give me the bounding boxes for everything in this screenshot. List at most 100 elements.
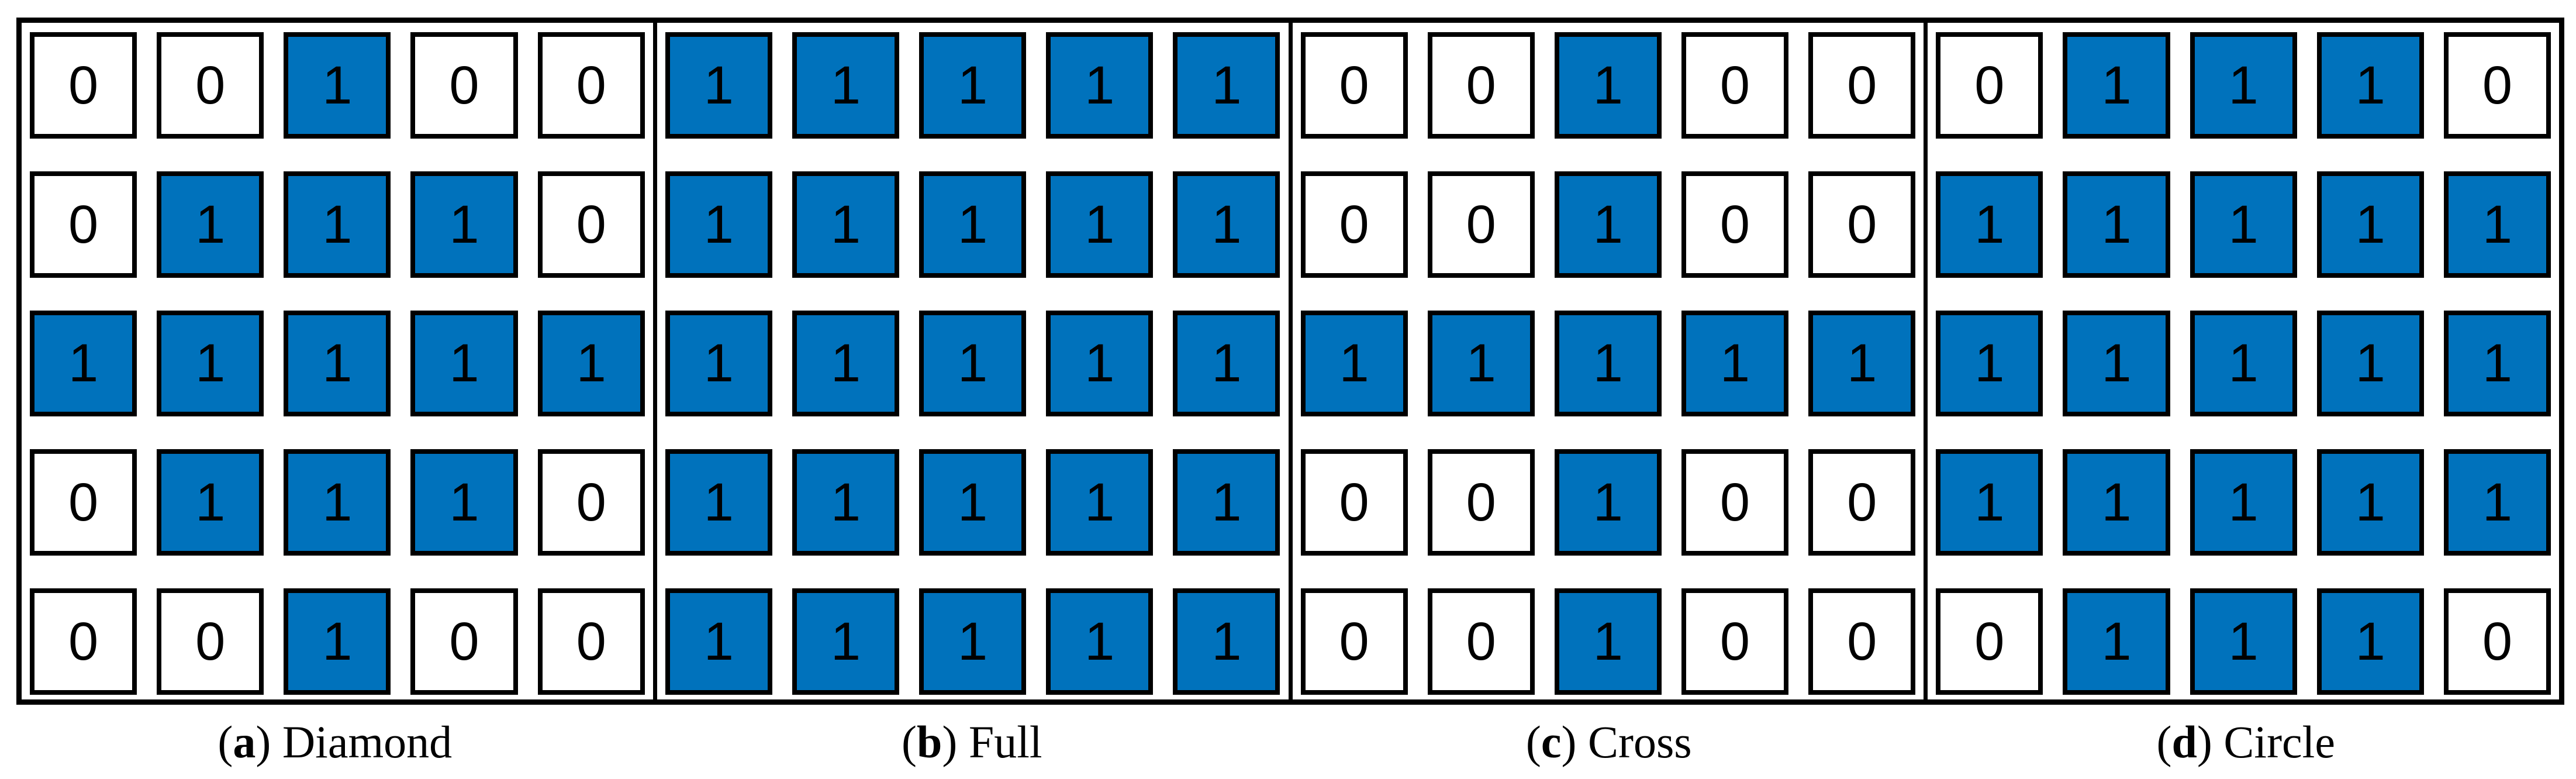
grid-cell-circle-r5c3: 1: [2190, 588, 2297, 695]
grid-cell-cross-r3c5: 1: [1808, 310, 1916, 417]
grid-cell-circle-r5c1: 0: [1936, 588, 2043, 695]
grid-cell-cross-r4c2: 0: [1427, 449, 1535, 556]
grid-cell-cross-r1c1: 0: [1300, 32, 1408, 139]
paren-open: (: [1525, 716, 1541, 767]
grid-cell-circle-r2c2: 1: [2063, 171, 2170, 278]
grid-cell-diamond-r2c3: 1: [284, 171, 391, 278]
grid-cell-diamond-r5c3: 1: [284, 588, 391, 695]
grid-cell-diamond-r1c5: 0: [537, 32, 645, 139]
grid-cell-diamond-r5c5: 0: [537, 588, 645, 695]
grid-cell-diamond-r1c3: 1: [284, 32, 391, 139]
grid-cell-full-r2c5: 1: [1173, 171, 1280, 278]
grid-cell-diamond-r1c1: 0: [30, 32, 137, 139]
grid-cell-circle-r2c5: 1: [2443, 171, 2551, 278]
panel-divider: [1288, 23, 1293, 699]
grid-cell-diamond-r5c4: 0: [410, 588, 518, 695]
panel-label-cross: (c) Cross: [1290, 705, 1928, 779]
grid-cell-diamond-r2c5: 0: [537, 171, 645, 278]
grid-cell-full-r1c1: 1: [665, 32, 772, 139]
grid-cell-cross-r4c5: 0: [1808, 449, 1916, 556]
paren-close: ): [2197, 716, 2224, 767]
grid-cell-diamond-r1c2: 0: [157, 32, 264, 139]
grid-cell-cross-r1c4: 0: [1681, 32, 1789, 139]
grid-cell-cross-r2c1: 0: [1300, 171, 1408, 278]
panel-letter: c: [1541, 716, 1562, 767]
grid-cell-circle-r4c4: 1: [2316, 449, 2424, 556]
grid-cell-full-r1c4: 1: [1046, 32, 1154, 139]
grid-cell-cross-r2c5: 0: [1808, 171, 1916, 278]
panel-divider: [1924, 23, 1928, 699]
labels-row: (a) Diamond (b) Full (c) Cross (d) Circl…: [16, 705, 2564, 779]
panel-letter: b: [916, 716, 942, 767]
grid-cell-full-r2c1: 1: [665, 171, 772, 278]
grid-cell-diamond-r4c1: 0: [30, 449, 137, 556]
grid-cell-cross-r5c1: 0: [1300, 588, 1408, 695]
grid-cell-diamond-r4c5: 0: [537, 449, 645, 556]
grid-cell-full-r5c3: 1: [919, 588, 1027, 695]
grid-cell-full-r5c1: 1: [665, 588, 772, 695]
panel-label-full: (b) Full: [654, 705, 1291, 779]
grid-cell-diamond-r2c4: 1: [410, 171, 518, 278]
grid-cell-full-r4c4: 1: [1046, 449, 1154, 556]
grid-cell-circle-r5c4: 1: [2316, 588, 2424, 695]
grid-cell-diamond-r3c5: 1: [537, 310, 645, 417]
panel-name: Diamond: [282, 716, 453, 767]
grid-cell-cross-r5c4: 0: [1681, 588, 1789, 695]
grid-cell-diamond-r3c3: 1: [284, 310, 391, 417]
grid-cell-full-r3c4: 1: [1046, 310, 1154, 417]
grid-cell-circle-r3c5: 1: [2443, 310, 2551, 417]
grid-cell-circle-r1c2: 1: [2063, 32, 2170, 139]
grid-cell-cross-r3c1: 1: [1300, 310, 1408, 417]
grid-cell-full-r4c3: 1: [919, 449, 1027, 556]
grid-cell-circle-r5c2: 1: [2063, 588, 2170, 695]
panel-name: Cross: [1587, 716, 1692, 767]
grid-cell-full-r5c5: 1: [1173, 588, 1280, 695]
panel-letter: a: [233, 716, 256, 767]
grid-cell-cross-r1c3: 1: [1554, 32, 1662, 139]
grid-cell-circle-r1c3: 1: [2190, 32, 2297, 139]
grid-cell-circle-r4c2: 1: [2063, 449, 2170, 556]
grid-cell-diamond-r3c4: 1: [410, 310, 518, 417]
grid-cell-full-r2c3: 1: [919, 171, 1027, 278]
panel-name: Circle: [2223, 716, 2335, 767]
panel-divider: [652, 23, 657, 699]
paren-close: ): [1561, 716, 1588, 767]
grid-cell-cross-r5c5: 0: [1808, 588, 1916, 695]
panel-label-diamond: (a) Diamond: [16, 705, 654, 779]
grid-cell-full-r4c5: 1: [1173, 449, 1280, 556]
paren-open: (: [901, 716, 917, 767]
grid-cell-circle-r3c2: 1: [2063, 310, 2170, 417]
grid-cell-circle-r3c1: 1: [1936, 310, 2043, 417]
grid-cell-diamond-r3c2: 1: [157, 310, 264, 417]
grid-cell-diamond-r4c2: 1: [157, 449, 264, 556]
grid-cell-full-r4c2: 1: [792, 449, 900, 556]
grid-cell-diamond-r2c2: 1: [157, 171, 264, 278]
grid-cell-diamond-r5c1: 0: [30, 588, 137, 695]
grid-cell-cross-r3c3: 1: [1554, 310, 1662, 417]
panel-name: Full: [968, 716, 1042, 767]
paren-open: (: [2156, 716, 2172, 767]
grid-cell-cross-r3c2: 1: [1427, 310, 1535, 417]
grid-cell-diamond-r4c3: 1: [284, 449, 391, 556]
panel-label-circle: (d) Circle: [1928, 705, 2565, 779]
grid-cell-full-r3c2: 1: [792, 310, 900, 417]
grid-cell-full-r4c1: 1: [665, 449, 772, 556]
grid-cell-cross-r2c3: 1: [1554, 171, 1662, 278]
grid-cell-cross-r5c2: 0: [1427, 588, 1535, 695]
grid-cell-diamond-r2c1: 0: [30, 171, 137, 278]
grid-cell-circle-r5c5: 0: [2443, 588, 2551, 695]
grid-cell-full-r5c2: 1: [792, 588, 900, 695]
grid-cell-full-r1c5: 1: [1173, 32, 1280, 139]
grid-cell-diamond-r1c4: 0: [410, 32, 518, 139]
grid-cell-full-r1c2: 1: [792, 32, 900, 139]
grid-cell-cross-r4c1: 0: [1300, 449, 1408, 556]
grid-cell-cross-r2c4: 0: [1681, 171, 1789, 278]
grid-cell-cross-r1c2: 0: [1427, 32, 1535, 139]
grid-cell-circle-r2c3: 1: [2190, 171, 2297, 278]
grid-cell-cross-r3c4: 1: [1681, 310, 1789, 417]
grid-cell-circle-r4c1: 1: [1936, 449, 2043, 556]
grid-cell-cross-r1c5: 0: [1808, 32, 1916, 139]
